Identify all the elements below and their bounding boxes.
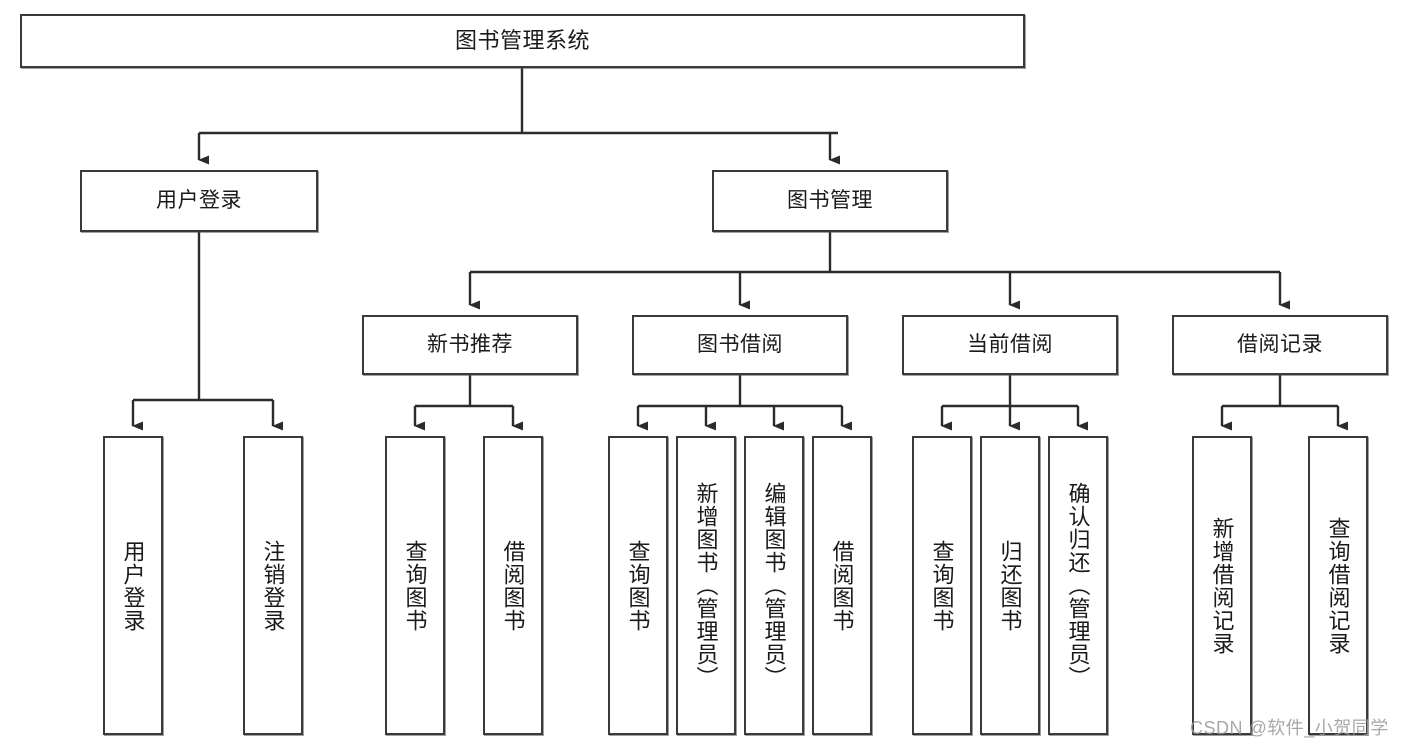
csdn-watermark: CSDN @软件_小贺同学 <box>1190 718 1389 738</box>
node-book-management[interactable]: 图书管理 <box>712 170 948 232</box>
node-current-borrow[interactable]: 当前借阅 <box>902 315 1118 375</box>
node-label: 查询图书 <box>929 539 955 632</box>
node-label: 图书管理 <box>787 188 873 212</box>
node-label: 编辑图书（管理员） <box>761 482 787 689</box>
node-new-book-recommend[interactable]: 新书推荐 <box>362 315 578 375</box>
node-label: 借阅图书 <box>829 539 855 632</box>
node-label: 图书借阅 <box>697 332 783 356</box>
node-label: 新书推荐 <box>427 332 513 356</box>
node-leaf-logout[interactable]: 注销登录 <box>243 436 303 735</box>
node-leaf-query-book-borrow[interactable]: 查询图书 <box>608 436 668 735</box>
node-book-borrow[interactable]: 图书借阅 <box>632 315 848 375</box>
node-leaf-add-borrow-record[interactable]: 新增借阅记录 <box>1192 436 1252 735</box>
node-label: 归还图书 <box>997 539 1023 632</box>
node-label: 查询借阅记录 <box>1325 516 1351 655</box>
node-leaf-query-book-current[interactable]: 查询图书 <box>912 436 972 735</box>
node-borrow-record[interactable]: 借阅记录 <box>1172 315 1388 375</box>
node-label: 借阅图书 <box>500 539 526 632</box>
node-label: 注销登录 <box>260 539 286 632</box>
node-leaf-user-login[interactable]: 用户登录 <box>103 436 163 735</box>
node-label: 借阅记录 <box>1237 332 1323 356</box>
node-leaf-borrow-book-recommend[interactable]: 借阅图书 <box>483 436 543 735</box>
node-leaf-query-borrow-record[interactable]: 查询借阅记录 <box>1308 436 1368 735</box>
node-label: 查询图书 <box>402 539 428 632</box>
node-root-book-management-system[interactable]: 图书管理系统 <box>20 14 1025 68</box>
node-label: 用户登录 <box>120 539 146 632</box>
node-leaf-confirm-return-admin[interactable]: 确认归还（管理员） <box>1048 436 1108 735</box>
node-label: 当前借阅 <box>967 332 1053 356</box>
node-leaf-borrow-book[interactable]: 借阅图书 <box>812 436 872 735</box>
node-label: 确认归还（管理员） <box>1065 482 1091 689</box>
node-label: 用户登录 <box>156 188 242 212</box>
node-leaf-add-book-admin[interactable]: 新增图书（管理员） <box>676 436 736 735</box>
node-user-login[interactable]: 用户登录 <box>80 170 318 232</box>
node-label: 新增图书（管理员） <box>693 482 719 689</box>
node-label: 查询图书 <box>625 539 651 632</box>
node-leaf-return-book[interactable]: 归还图书 <box>980 436 1040 735</box>
node-label: 图书管理系统 <box>454 28 590 54</box>
node-label: 新增借阅记录 <box>1209 516 1235 655</box>
node-leaf-edit-book-admin[interactable]: 编辑图书（管理员） <box>744 436 804 735</box>
node-leaf-query-book-recommend[interactable]: 查询图书 <box>385 436 445 735</box>
